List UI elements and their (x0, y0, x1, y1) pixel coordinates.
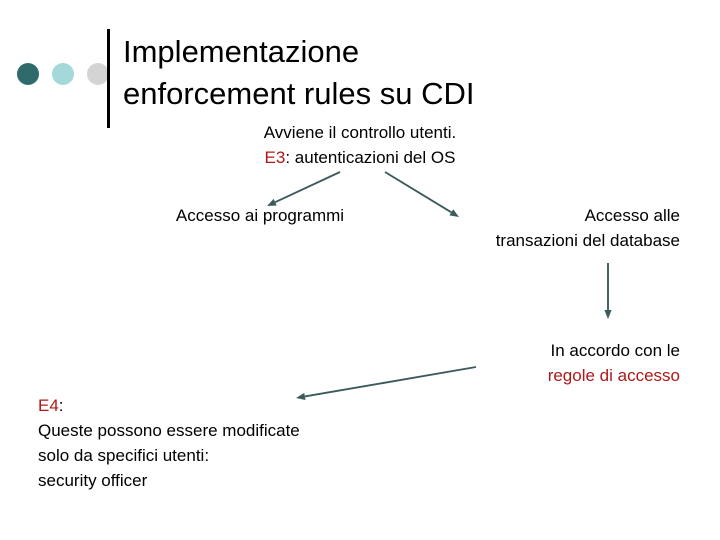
e4-block: E4: Queste possono essere modificate sol… (38, 393, 438, 493)
arrow-to-accordo (604, 263, 612, 319)
e4-heading: E4: (38, 393, 438, 418)
tag-e3: E3 (264, 148, 286, 167)
label-in-accordo: In accordo con le regole di accesso (420, 338, 680, 388)
e4-line-3: security officer (38, 471, 148, 490)
subtitle-line-2-rest: : autenticazioni del OS (285, 148, 456, 167)
label-transazioni-line-1: Accesso alle (584, 206, 680, 225)
label-accesso-programmi: Accesso ai programmi (175, 206, 345, 225)
decor-dot-icon (87, 63, 109, 85)
label-accesso-transazioni: Accesso alle transazioni del database (410, 203, 680, 253)
label-transazioni-line-2: transazioni del database (495, 231, 680, 250)
arrow-to-programmi (267, 171, 341, 206)
decor-dot-icon (17, 63, 39, 85)
e4-line-2: solo da specifici utenti: (38, 446, 210, 465)
decor-dot-icon (52, 63, 74, 85)
tag-e4: E4 (38, 396, 59, 415)
subtitle-line-2: E3: autenticazioni del OS (120, 145, 600, 170)
e4-line-1: Queste possono essere modificate (38, 421, 300, 440)
title-divider-rule (107, 29, 110, 128)
label-accordo-line-1: In accordo con le (550, 341, 680, 360)
subtitle-line-1: Avviene il controllo utenti. (263, 123, 457, 142)
e4-tag-suffix: : (58, 396, 64, 415)
subtitle-block: Avviene il controllo utenti. E3: autenti… (120, 120, 600, 170)
slide-title: Implementazione enforcement rules su CDI (123, 34, 475, 111)
label-regole-di-accesso: regole di accesso (547, 366, 680, 385)
